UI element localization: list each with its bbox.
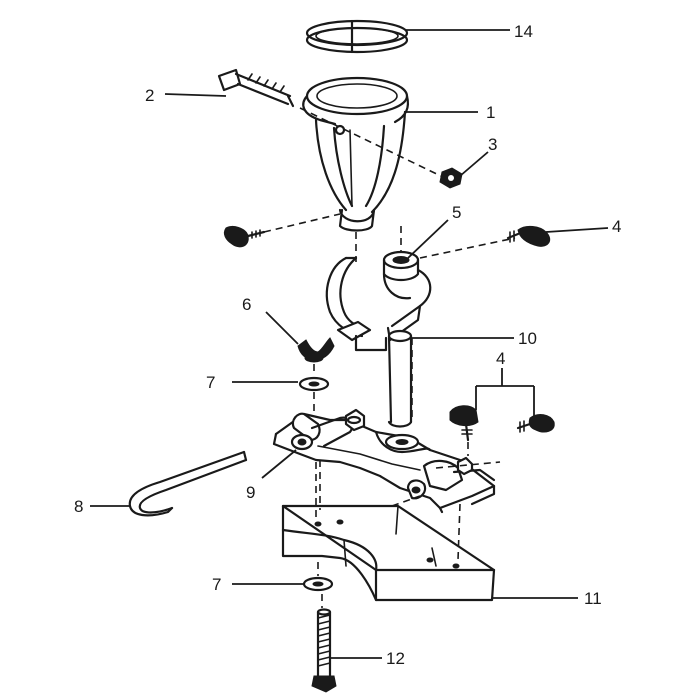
part-8-hook-rod [128, 450, 248, 517]
callout-10: 10 [518, 329, 537, 348]
part-4-thumb-screws-mid [449, 405, 555, 442]
part-11-base-block [281, 504, 496, 602]
part-14-ring [305, 19, 409, 54]
callout-5: 5 [452, 203, 461, 222]
leader-lines [90, 29, 609, 659]
callout-1: 1 [486, 103, 495, 122]
base-bracket [272, 408, 496, 514]
callout-labels: 14 2 1 3 4 5 6 10 4 7 9 8 7 11 12 [74, 22, 621, 668]
part-6-wing-nut [297, 337, 335, 363]
part-5-clamp [325, 250, 432, 352]
callout-4-mid: 4 [496, 349, 505, 368]
part-4-wing-screw-top [506, 225, 551, 247]
part-7-washer-upper [298, 376, 330, 392]
part-2-bolt [217, 68, 295, 108]
part-7-washer-lower [302, 576, 334, 592]
part-12-long-bolt [311, 608, 337, 693]
part-1-cradle [302, 76, 410, 232]
callout-7-upper: 7 [206, 373, 215, 392]
callout-9: 9 [246, 483, 255, 502]
callout-11: 11 [584, 589, 602, 608]
callout-6: 6 [242, 295, 251, 314]
callout-4-top: 4 [612, 217, 621, 236]
part-3-nut [439, 167, 463, 189]
callout-8: 8 [74, 497, 83, 516]
callout-12: 12 [386, 649, 405, 668]
part-10-post [387, 329, 413, 428]
thumb-screw-left [223, 225, 266, 248]
callout-14: 14 [514, 22, 533, 41]
callout-3: 3 [488, 135, 497, 154]
callout-2: 2 [145, 86, 154, 105]
callout-7-lower: 7 [212, 575, 221, 594]
